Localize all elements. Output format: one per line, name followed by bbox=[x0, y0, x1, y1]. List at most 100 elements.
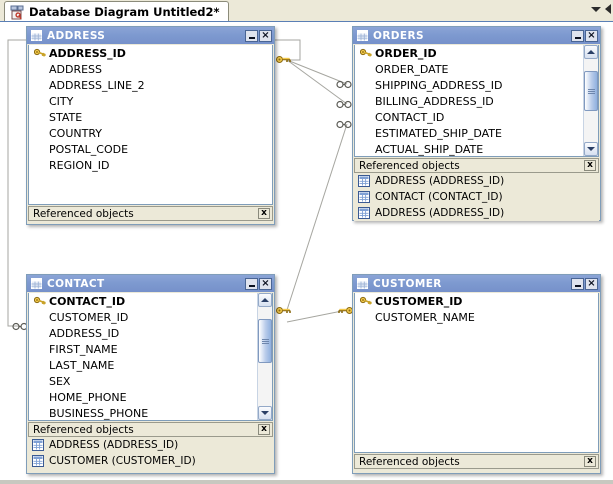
column-row[interactable]: BILLING_ADDRESS_ID bbox=[355, 93, 583, 109]
referenced-object-item[interactable]: ADDRESS (ADDRESS_ID) bbox=[354, 173, 599, 189]
referenced-object-item[interactable]: ADDRESS (ADDRESS_ID) bbox=[354, 205, 599, 221]
minimize-button[interactable] bbox=[245, 29, 258, 42]
scroll-up-button[interactable] bbox=[584, 45, 598, 59]
column-row[interactable]: REGION_ID bbox=[29, 157, 272, 173]
column-row[interactable]: POSTAL_CODE bbox=[29, 141, 272, 157]
column-row[interactable]: CITY bbox=[29, 93, 272, 109]
scrollbar-thumb[interactable] bbox=[258, 319, 272, 363]
column-row[interactable]: CUSTOMER_NAME bbox=[355, 309, 598, 325]
column-name: COUNTRY bbox=[49, 126, 102, 140]
table-title-bar[interactable]: ORDERS× bbox=[353, 27, 600, 44]
panel-close-button[interactable]: x bbox=[584, 160, 596, 171]
column-row[interactable]: SEX bbox=[29, 373, 257, 389]
column-row[interactable]: SHIPPING_ADDRESS_ID bbox=[355, 77, 583, 93]
referenced-objects-bar[interactable]: Referenced objects x bbox=[354, 454, 599, 469]
scroll-down-button[interactable] bbox=[258, 406, 272, 420]
tab-overflow-icon[interactable] bbox=[605, 4, 611, 14]
relationship-key-icon bbox=[276, 305, 292, 319]
column-row[interactable]: STATE bbox=[29, 109, 272, 125]
column-row[interactable]: LAST_NAME bbox=[29, 357, 257, 373]
chevron-down-icon[interactable] bbox=[591, 6, 601, 12]
referenced-objects-label: Referenced objects bbox=[359, 455, 460, 468]
arrow-up-icon bbox=[261, 298, 269, 302]
minimize-button[interactable] bbox=[245, 277, 258, 290]
column-name: REGION_ID bbox=[49, 158, 110, 172]
referenced-objects-label: Referenced objects bbox=[33, 423, 134, 436]
scroll-down-button[interactable] bbox=[584, 142, 598, 156]
column-name: ACTUAL_SHIP_DATE bbox=[375, 142, 484, 156]
grip-lines-icon bbox=[587, 88, 595, 95]
table-title-bar[interactable]: CONTACT × bbox=[27, 275, 274, 292]
relationship-link-icon bbox=[336, 119, 353, 132]
close-button[interactable]: × bbox=[259, 29, 272, 42]
column-row[interactable]: ORDER_DATE bbox=[355, 61, 583, 77]
column-row[interactable]: CUSTOMER_ID bbox=[355, 293, 598, 309]
table-title-bar[interactable]: CUSTOMER× bbox=[353, 275, 600, 292]
column-row[interactable]: ADDRESS_ID bbox=[29, 45, 272, 61]
tab-strip-controls bbox=[591, 4, 611, 14]
scroll-up-button[interactable] bbox=[258, 293, 272, 307]
column-name: ORDER_ID bbox=[375, 46, 437, 60]
column-row[interactable]: ESTIMATED_SHIP_DATE bbox=[355, 125, 583, 141]
column-name: ADDRESS_ID bbox=[49, 46, 126, 60]
minimize-button[interactable] bbox=[571, 29, 584, 42]
column-row[interactable]: CONTACT_ID bbox=[355, 109, 583, 125]
column-name: BILLING_ADDRESS_ID bbox=[375, 94, 494, 108]
panel-close-button[interactable]: x bbox=[584, 456, 596, 467]
referenced-object-item[interactable]: CUSTOMER (CUSTOMER_ID) bbox=[28, 453, 273, 469]
table-title-bar[interactable]: ADDRESS× bbox=[27, 27, 274, 44]
column-row[interactable]: CONTACT_ID bbox=[29, 293, 257, 309]
table-name: CONTACT bbox=[47, 277, 105, 290]
relationship-link-icon bbox=[336, 79, 353, 92]
column-row[interactable]: ADDRESS_ID bbox=[29, 325, 257, 341]
column-row[interactable]: COUNTRY bbox=[29, 125, 272, 141]
table-icon bbox=[357, 278, 368, 289]
referenced-objects-bar[interactable]: Referenced objects x bbox=[28, 422, 273, 437]
minimize-button[interactable] bbox=[571, 277, 584, 290]
close-icon: x bbox=[261, 424, 267, 434]
column-row[interactable]: ADDRESS bbox=[29, 61, 272, 77]
table-icon bbox=[31, 278, 42, 289]
panel-close-button[interactable]: x bbox=[258, 424, 270, 435]
relationship-link-icon bbox=[336, 99, 353, 112]
close-button[interactable]: × bbox=[585, 277, 598, 290]
column-row[interactable]: HOME_PHONE bbox=[29, 389, 257, 405]
column-row[interactable]: CUSTOMER_ID bbox=[29, 309, 257, 325]
column-name: STATE bbox=[49, 110, 83, 124]
column-row[interactable]: BUSINESS_PHONE bbox=[29, 405, 257, 420]
vertical-scrollbar[interactable] bbox=[583, 45, 598, 156]
tab-database-diagram[interactable]: Database Diagram Untitled2* bbox=[4, 1, 229, 22]
close-button[interactable]: × bbox=[259, 277, 272, 290]
panel-close-button[interactable]: x bbox=[258, 208, 270, 219]
close-button[interactable]: × bbox=[585, 29, 598, 42]
column-row[interactable]: ACTUAL_SHIP_DATE bbox=[355, 141, 583, 156]
table-icon bbox=[32, 455, 44, 467]
referenced-object-label: ADDRESS (ADDRESS_ID) bbox=[49, 439, 179, 451]
column-row[interactable]: FIRST_NAME bbox=[29, 341, 257, 357]
referenced-object-item[interactable]: CONTACT (CONTACT_ID) bbox=[354, 189, 599, 205]
column-row[interactable]: ADDRESS_LINE_2 bbox=[29, 77, 272, 93]
scrollbar-thumb[interactable] bbox=[584, 71, 598, 111]
referenced-object-item[interactable]: ADDRESS (ADDRESS_ID) bbox=[28, 437, 273, 453]
column-name: CUSTOMER_NAME bbox=[375, 310, 475, 324]
vertical-scrollbar[interactable] bbox=[257, 293, 272, 420]
table-icon bbox=[357, 30, 368, 41]
column-name: ADDRESS_LINE_2 bbox=[49, 78, 145, 92]
close-icon: x bbox=[587, 160, 593, 170]
column-row[interactable]: ORDER_ID bbox=[355, 45, 583, 61]
table-icon bbox=[358, 175, 370, 187]
